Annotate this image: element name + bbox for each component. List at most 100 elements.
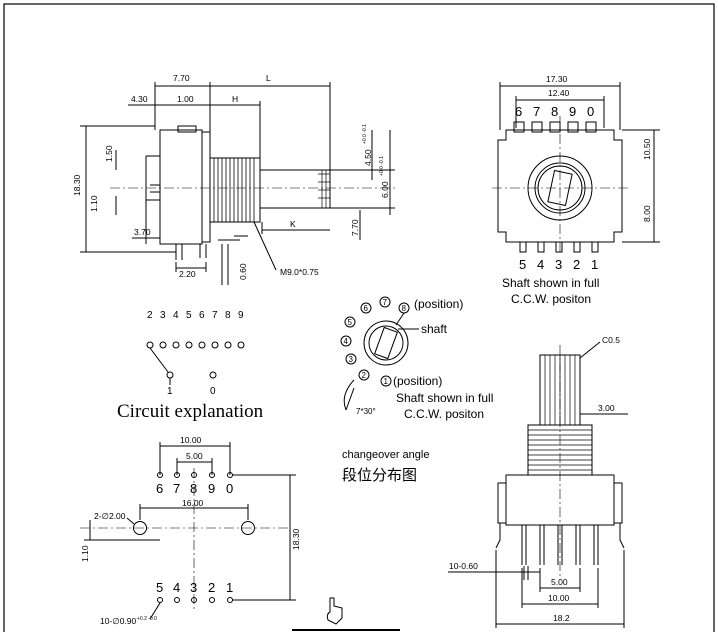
dim-7-70-right: 7.70 <box>350 219 360 236</box>
dim-1-00: 1.00 <box>177 94 194 104</box>
fp-dim-18-30: 18.30 <box>291 528 301 550</box>
dim-12-40: 12.40 <box>548 88 570 98</box>
front-top-pin-labels: 6 7 8 9 0 <box>515 104 594 119</box>
pin-label: 8 <box>551 104 558 119</box>
pin-label: 5 <box>156 580 163 595</box>
changeover-cn: 段位分布图 <box>342 467 417 484</box>
br-dim-18-2: 18.2 <box>553 613 570 623</box>
position-diagram <box>340 296 419 411</box>
fp-top-pin-labels: 6 7 8 9 0 <box>156 481 233 496</box>
circuit-number: 3 <box>160 310 166 321</box>
dim-1-50: 1.50 <box>104 145 114 162</box>
pin-label: 5 <box>519 257 526 272</box>
dim-4-50: 4.50 <box>363 149 373 166</box>
bottom-right-view <box>448 341 628 628</box>
dim-0-60: 0.60 <box>238 263 248 280</box>
br-dim-10-00: 10.00 <box>548 593 570 603</box>
fp-dim-holes-tol: +0.2 -0.0 <box>137 616 157 622</box>
dim-1-10: 1.10 <box>89 195 99 212</box>
front-caption-line1: Shaft shown in full <box>502 276 599 290</box>
front-caption-line2: C.C.W. positon <box>511 292 591 306</box>
pin-label: 1 <box>226 580 233 595</box>
position-number: 1 <box>384 377 389 386</box>
position-number: 5 <box>348 318 353 327</box>
pin-label: 4 <box>173 580 180 595</box>
position-number: 8 <box>402 304 407 313</box>
position-numbers: 1 2 3 4 5 6 7 8 <box>344 298 407 386</box>
position-number: 6 <box>364 304 369 313</box>
fp-dim-holes: 10-∅0.90 <box>100 616 137 626</box>
dim-10-50: 10.50 <box>642 138 652 160</box>
pin-label: 7 <box>173 481 180 496</box>
pin-label: 3 <box>555 257 562 272</box>
circuit-number: 5 <box>186 310 192 321</box>
circuit-number: 6 <box>199 310 205 321</box>
pin-label: 2 <box>573 257 580 272</box>
pin-label: 4 <box>537 257 544 272</box>
br-dim-c0-5: C0.5 <box>602 335 620 345</box>
br-dim-5-00: 5.00 <box>551 577 568 587</box>
pointing-hand-icon <box>326 597 343 625</box>
position-number: 7 <box>383 298 388 307</box>
pin-label: 1 <box>591 257 598 272</box>
fp-dim-1-10: 1.10 <box>80 545 90 562</box>
position-caption-line1: Shaft shown in full <box>396 391 493 405</box>
fp-dim-5-00: 5.00 <box>186 451 203 461</box>
position-caption-line2: C.C.W. positon <box>404 407 484 421</box>
dim-18-30: 18.30 <box>72 174 82 196</box>
side-view <box>80 82 395 285</box>
pin-label: 3 <box>190 580 197 595</box>
br-dim-3-00: 3.00 <box>598 403 615 413</box>
position-number: 3 <box>349 355 354 364</box>
dim-6-00-tol: +0.0 -0.1 <box>379 156 385 176</box>
fp-dim-2-holes: 2-∅2.00 <box>94 511 126 521</box>
circuit-number: 9 <box>238 310 244 321</box>
pin-label: 9 <box>569 104 576 119</box>
circuit-number: 4 <box>173 310 179 321</box>
br-dim-10-0-60: 10-0.60 <box>449 561 478 571</box>
circuit-number: 1 <box>167 386 173 397</box>
pin-label: 8 <box>190 481 197 496</box>
position-number: 4 <box>344 337 349 346</box>
fp-dim-16-00: 16.00 <box>182 498 204 508</box>
dim-H: H <box>232 94 238 104</box>
changeover-en: changeover angle <box>342 449 429 461</box>
thread-label: M9.0*0.75 <box>280 267 319 277</box>
pin-label: 6 <box>515 104 522 119</box>
dim-2-20: 2.20 <box>179 269 196 279</box>
dim-4-30: 4.30 <box>131 94 148 104</box>
front-view <box>492 82 660 253</box>
pin-label: 6 <box>156 481 163 496</box>
shaft-label: shaft <box>421 322 448 336</box>
circuit-diagram <box>146 341 245 385</box>
dim-K: K <box>290 219 296 229</box>
front-bottom-pin-labels: 5 4 3 2 1 <box>519 257 598 272</box>
position-number: 2 <box>362 371 367 380</box>
circuit-number: 8 <box>225 310 231 321</box>
dim-17-30: 17.30 <box>546 74 568 84</box>
pin-label: 0 <box>587 104 594 119</box>
circuit-number: 7 <box>212 310 218 321</box>
angle-label: 7*30° <box>356 407 376 416</box>
dim-L: L <box>266 73 271 83</box>
position-label-top: (position) <box>414 297 463 311</box>
drawing-border <box>3 3 715 632</box>
pin-label: 2 <box>208 580 215 595</box>
circuit-number: 2 <box>147 310 153 321</box>
dim-4-50-tol: +0.0 -0.1 <box>362 124 368 144</box>
dim-6-00: 6.00 <box>380 181 390 198</box>
circuit-caption: Circuit explanation <box>117 401 264 422</box>
footprint-view <box>80 442 296 620</box>
pin-label: 0 <box>226 481 233 496</box>
dim-3-70: 3.70 <box>134 227 151 237</box>
pin-label: 9 <box>208 481 215 496</box>
pin-label: 7 <box>533 104 540 119</box>
fp-bottom-pin-labels: 5 4 3 2 1 <box>156 580 233 595</box>
circuit-top-numbers: 2 3 4 5 6 7 8 9 <box>147 310 244 321</box>
fp-dim-10-00: 10.00 <box>180 435 202 445</box>
dim-7-70-top: 7.70 <box>173 73 190 83</box>
dim-8-00: 8.00 <box>642 205 652 222</box>
position-label-bottom: (position) <box>393 374 442 388</box>
circuit-number: 0 <box>210 386 216 397</box>
